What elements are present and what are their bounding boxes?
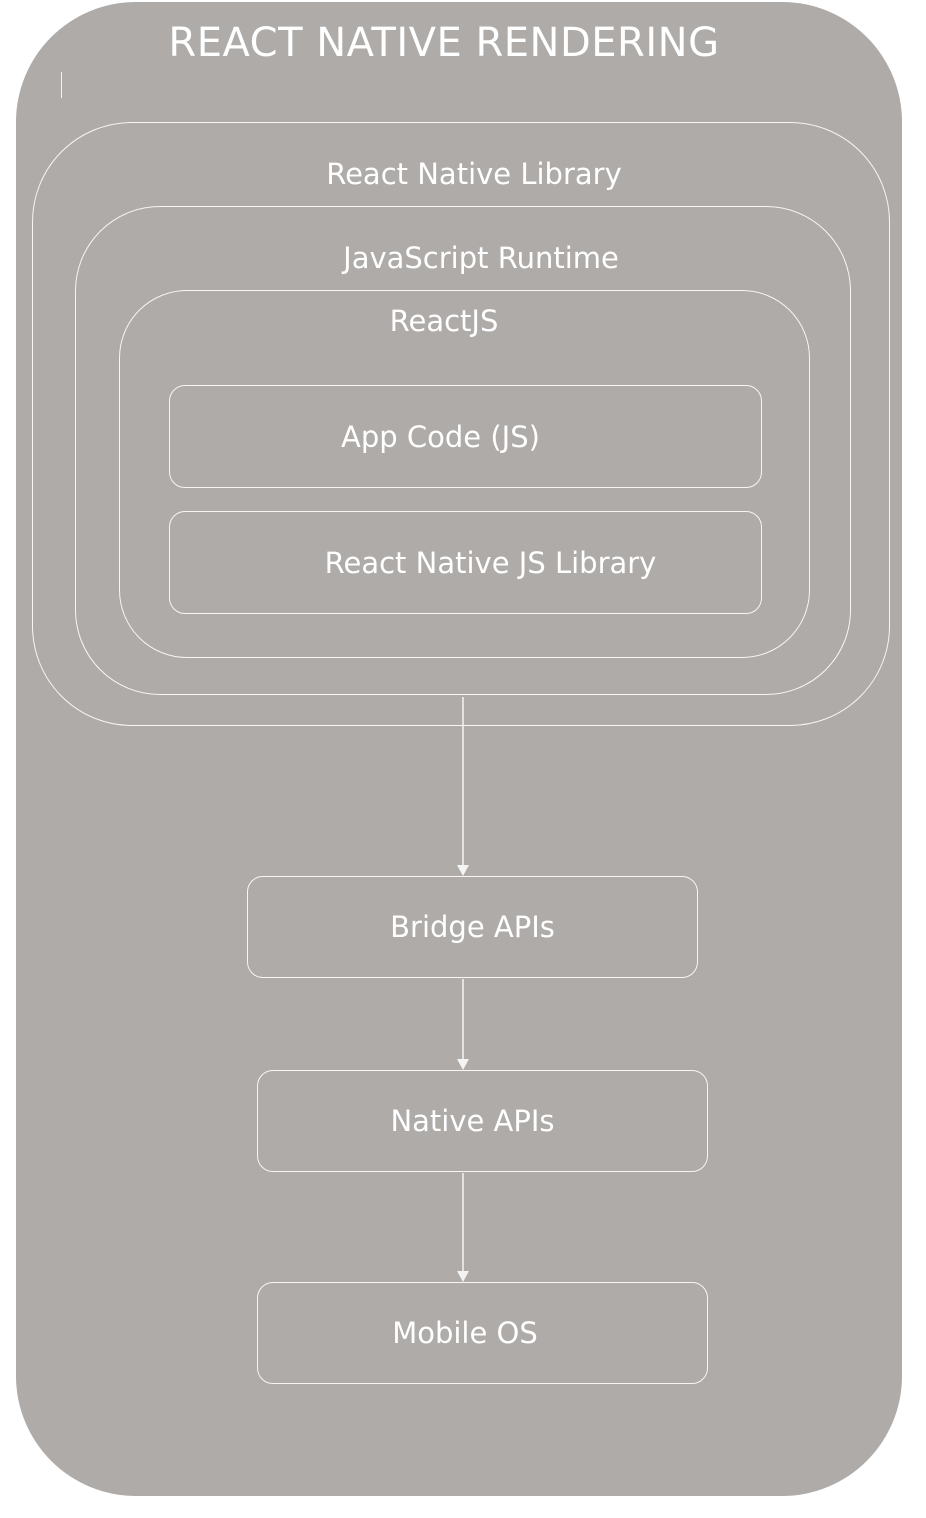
app-code-box: App Code (JS) [169,385,762,488]
native-apis-box: Native APIs [257,1070,708,1172]
diagram-title: REACT NATIVE RENDERING [168,20,720,66]
app-code-label: App Code (JS) [341,419,540,454]
javascript-runtime-box [75,206,851,695]
javascript-runtime-label: JavaScript Runtime [343,241,619,275]
react-native-library-box [32,122,890,726]
bridge-apis-label: Bridge APIs [390,910,555,944]
text-cursor [61,72,62,98]
mobile-os-box: Mobile OS [257,1282,708,1384]
react-native-js-library-box: React Native JS Library [169,511,762,614]
react-native-library-label: React Native Library [326,157,622,191]
reactjs-box [119,290,810,658]
diagram-container [16,2,902,1496]
mobile-os-label: Mobile OS [392,1316,538,1350]
bridge-apis-box: Bridge APIs [247,876,698,978]
react-native-js-library-label: React Native JS Library [324,545,657,580]
reactjs-label: ReactJS [389,304,499,338]
native-apis-label: Native APIs [390,1104,555,1138]
